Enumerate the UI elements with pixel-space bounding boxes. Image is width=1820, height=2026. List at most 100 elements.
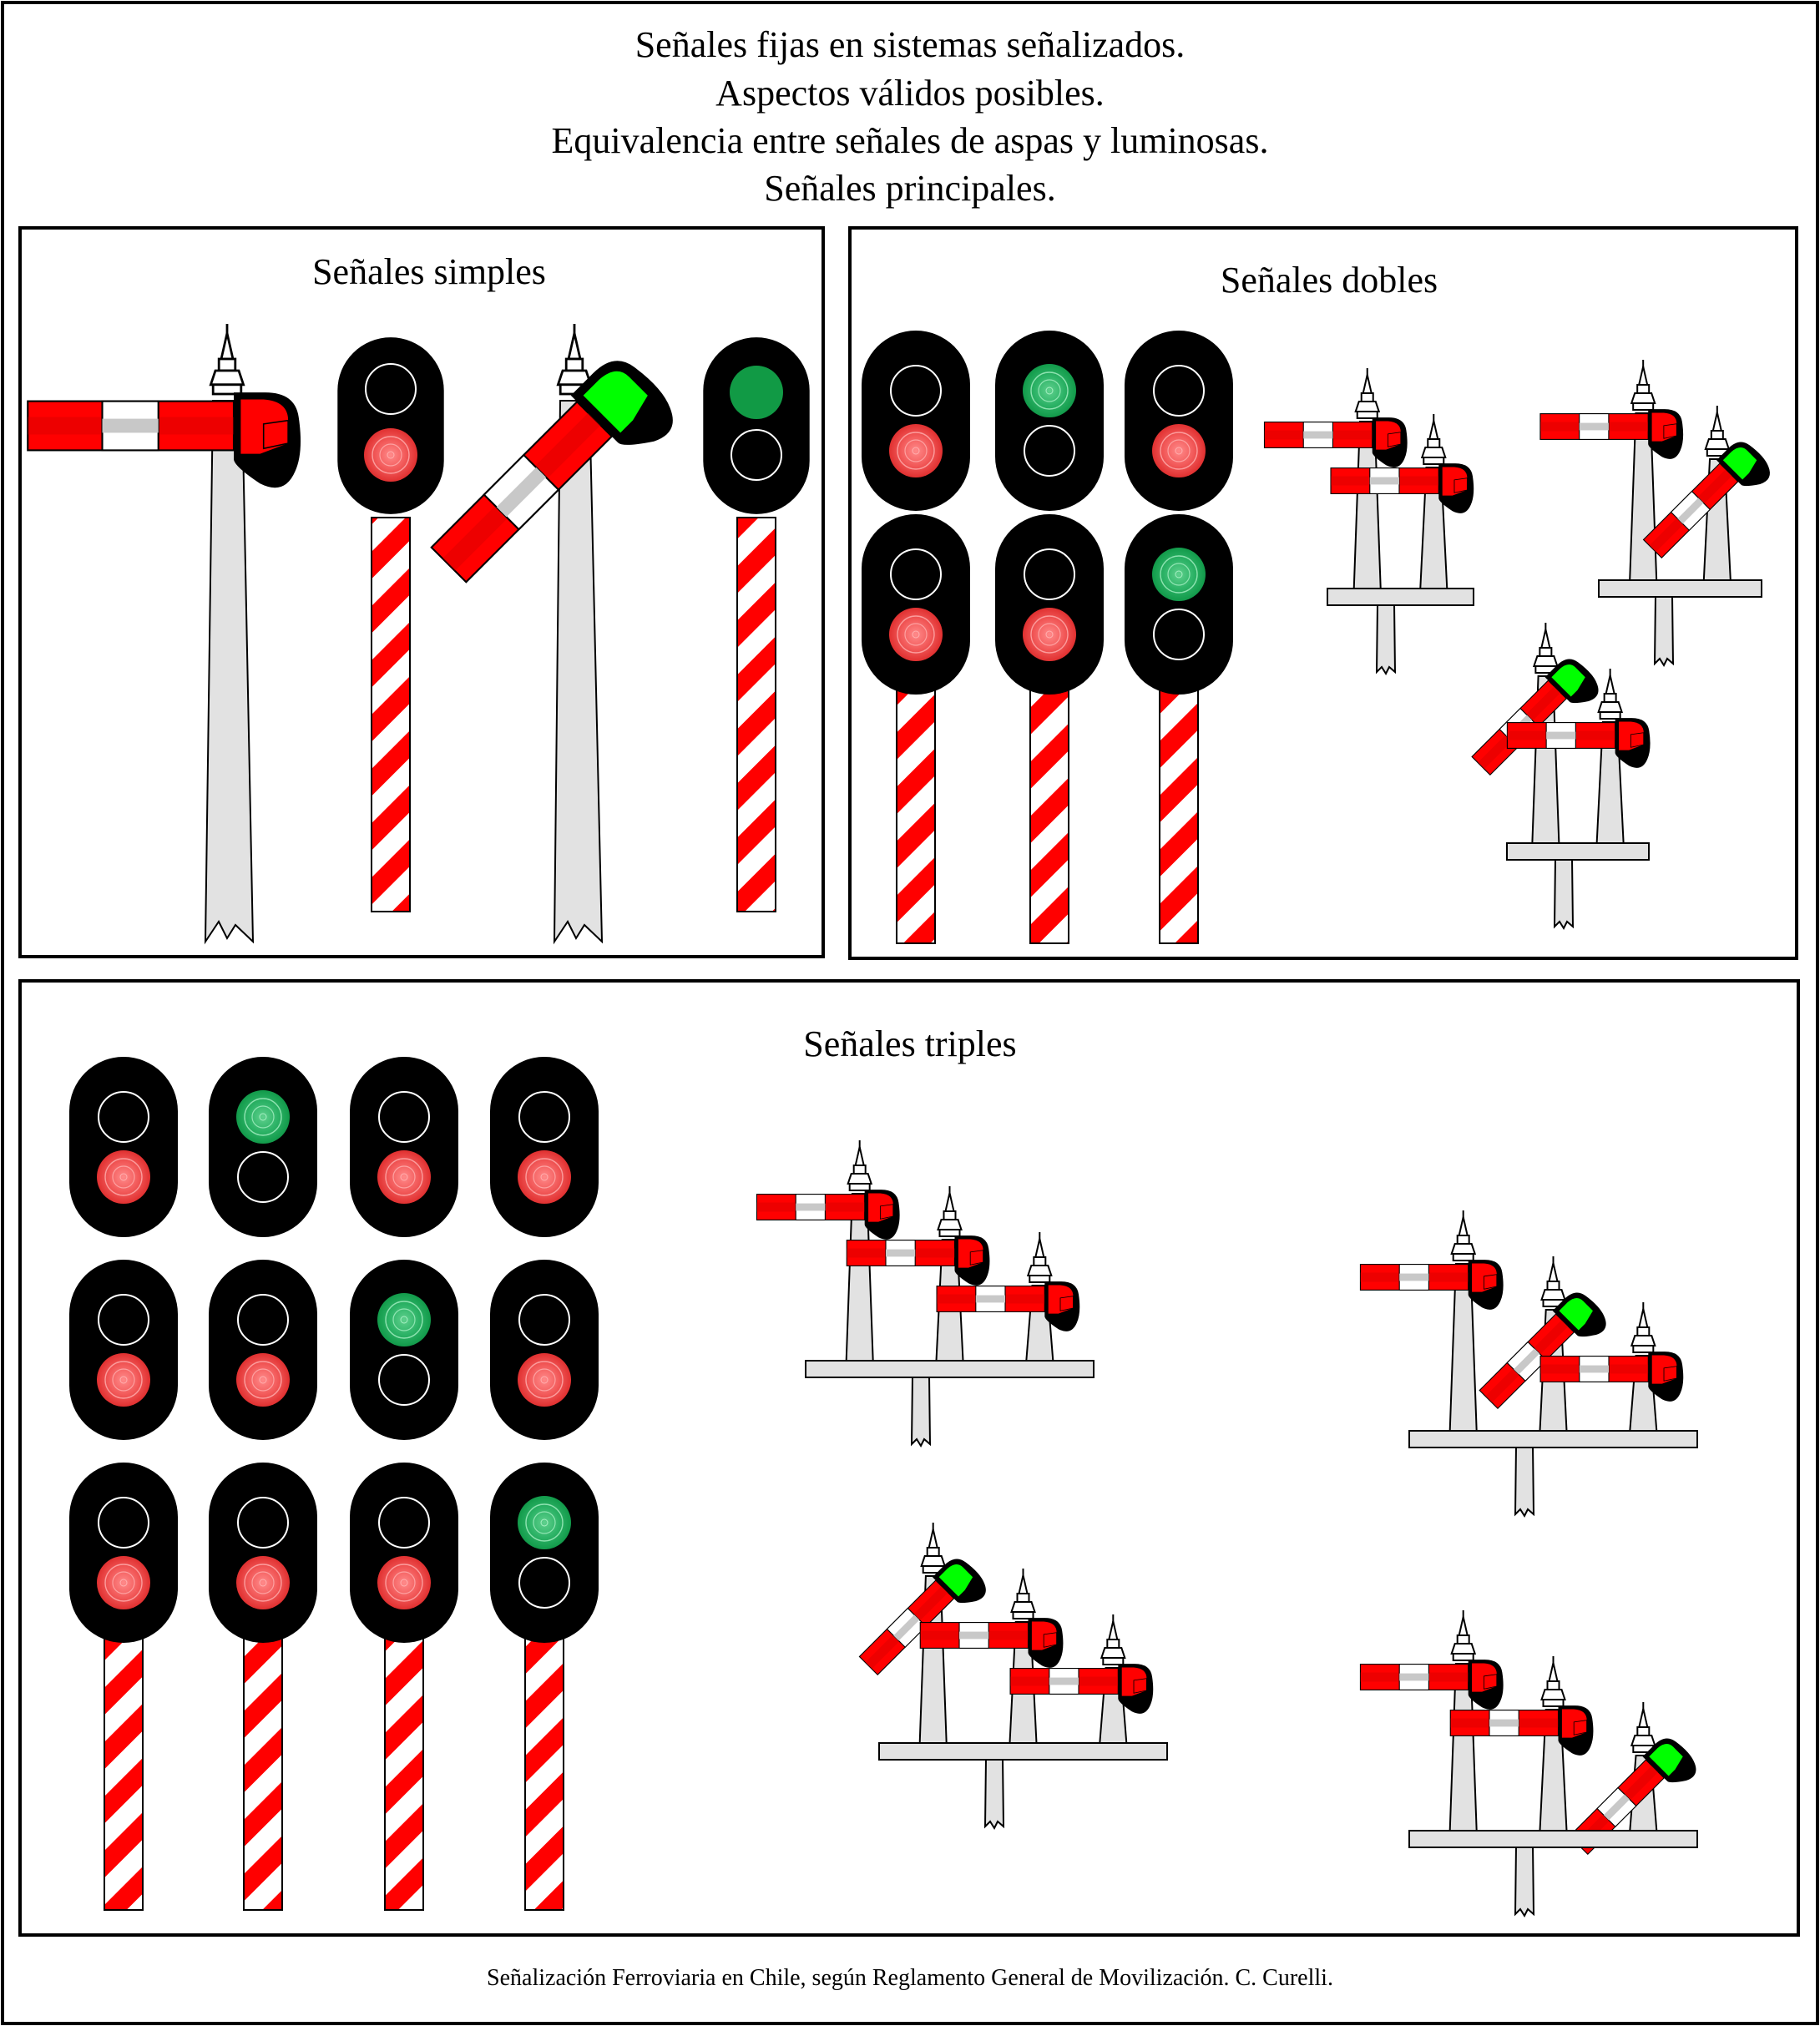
bracket-beam (1327, 588, 1474, 606)
mast-finial (1540, 1256, 1566, 1307)
mast-finial (1450, 1210, 1476, 1261)
bracket-stub (1375, 603, 1397, 676)
bracket-signal-doble (1468, 622, 1651, 931)
light-signal-simple-stop (337, 337, 444, 912)
bracket-signal-triple (1359, 1609, 1703, 1918)
lamp-red (1151, 423, 1206, 478)
bracket-stub (910, 1375, 932, 1448)
signal-head (1125, 514, 1233, 695)
signal-head (209, 1463, 317, 1643)
panel-title-dobles: Señales dobles (1221, 260, 1438, 301)
light-signals-triples (69, 1057, 599, 1911)
arm-horizontal (756, 1189, 901, 1240)
mast-finial (1533, 622, 1559, 674)
panel-title-triples: Señales triples (803, 1023, 1016, 1064)
bracket-signal-triple (756, 1139, 1095, 1448)
light-signal-triple (490, 1057, 599, 1911)
lamp-red (235, 1555, 291, 1610)
lamp-off (518, 1091, 570, 1143)
lamp-off (1153, 365, 1205, 417)
bracket-beam (1506, 842, 1650, 861)
lamp-off (890, 365, 942, 417)
signal-head (69, 1260, 178, 1440)
arm-horizontal (1263, 417, 1408, 468)
signal-head (862, 514, 970, 695)
lamp-off (518, 1294, 570, 1346)
mast-finial (1010, 1568, 1036, 1619)
mast-finial (1597, 668, 1623, 720)
signal-head (995, 514, 1104, 695)
mast-finial (920, 1522, 946, 1574)
bracket-beam (1408, 1830, 1698, 1848)
mast-finial (1027, 1231, 1053, 1283)
light-signal-simple-clear (703, 337, 810, 912)
signal-head (209, 1260, 317, 1440)
lamp-off (237, 1294, 289, 1346)
lamp-off (98, 1294, 149, 1346)
light-signals-dobles (862, 331, 1233, 944)
lamp-green (235, 1089, 291, 1144)
lamp-off (378, 1497, 430, 1549)
mast-finial (1704, 405, 1730, 457)
mast-finial (1630, 1301, 1656, 1353)
lamp-red (377, 1555, 432, 1610)
lamp-off (98, 1091, 149, 1143)
signal-head (1125, 331, 1233, 511)
arm-horizontal (1330, 462, 1474, 514)
bracket-stub (983, 1757, 1005, 1831)
lamp-off (1024, 548, 1075, 600)
footer-credit: Señalización Ferroviaria en Chile, según… (487, 1965, 1333, 1991)
lamp-red (377, 1149, 432, 1205)
mast-finial (847, 1139, 872, 1191)
signal-head (350, 1463, 458, 1643)
panel-title-simples: Señales simples (312, 251, 546, 292)
semaphore-simple-clear (424, 322, 687, 945)
mast-finial (1354, 367, 1380, 419)
panel-dobles (848, 226, 1798, 960)
light-signal-doble (862, 331, 970, 944)
arm-horizontal (1506, 717, 1651, 769)
light-signal-doble (995, 331, 1104, 944)
lamp-red (517, 1352, 572, 1407)
signal-head (862, 331, 970, 511)
header-line-2: Aspectos válidos posibles. (715, 73, 1105, 114)
mast-finial (1421, 413, 1447, 465)
lamp-off (378, 1354, 430, 1406)
semaphore-simple-stop (27, 322, 302, 945)
light-signal-triple (350, 1057, 458, 1911)
lamp-off (890, 548, 942, 600)
bracket-beam (1408, 1430, 1698, 1448)
bracket-beam (1598, 579, 1762, 598)
lamp-green (1151, 547, 1206, 602)
mast-finial (1450, 1609, 1476, 1661)
header-line-4: Señales principales. (764, 168, 1055, 209)
lamp-green (517, 1495, 572, 1550)
bracket-stub (1514, 1845, 1535, 1918)
lamp-red (235, 1352, 291, 1407)
lamp-off (1153, 609, 1205, 660)
lamp-red (517, 1149, 572, 1205)
signal-head (350, 1057, 458, 1237)
signal-head (490, 1057, 599, 1237)
arm-horizontal (1359, 1259, 1504, 1311)
bracket-signals-triples (756, 1139, 1703, 1918)
bracket-signal-doble (1263, 367, 1474, 676)
lamp-off (518, 1557, 570, 1609)
arm-horizontal (1359, 1659, 1504, 1710)
lamp-red (888, 423, 943, 478)
signal-head (350, 1260, 458, 1440)
header-line-1: Señales fijas en sistemas señalizados. (635, 24, 1186, 65)
lamp-red (96, 1555, 151, 1610)
panel-simples (18, 226, 825, 958)
signal-head (69, 1463, 178, 1643)
mast-finial (937, 1185, 963, 1237)
lamp-red (888, 607, 943, 662)
mast-finial (1540, 1655, 1566, 1707)
arm-horizontal (1539, 408, 1684, 460)
lamp-red (96, 1149, 151, 1205)
bracket-beam (805, 1360, 1095, 1378)
bracket-signal-doble (1539, 359, 1777, 668)
bracket-stub (1553, 857, 1575, 931)
